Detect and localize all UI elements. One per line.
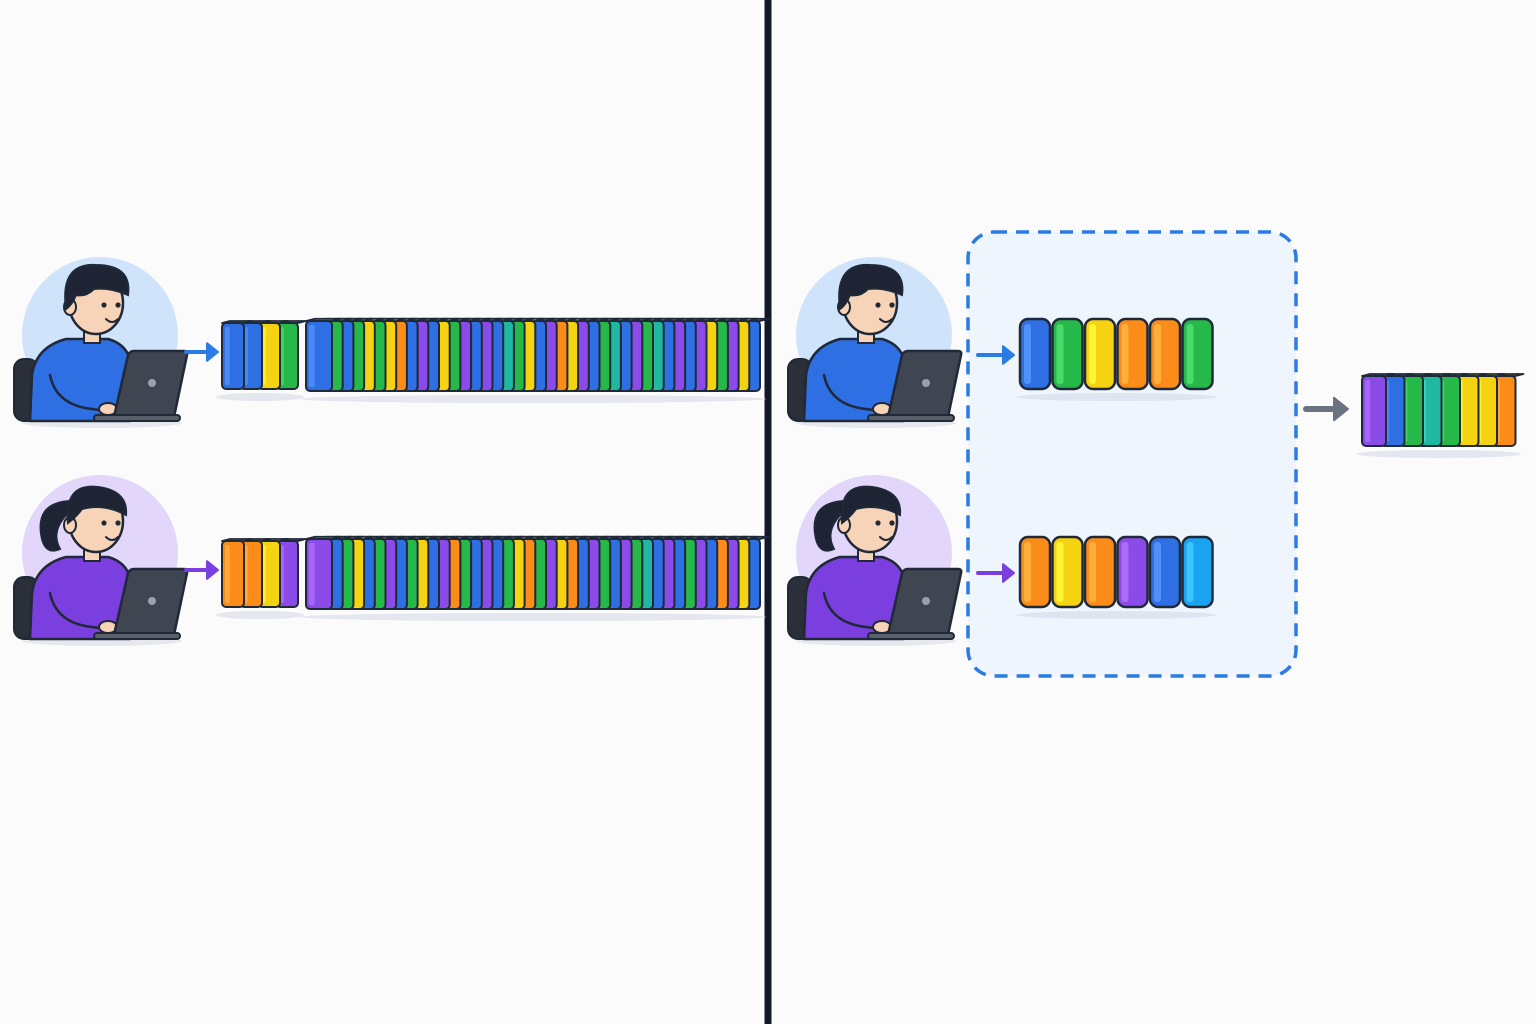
row-shadow: [1016, 393, 1217, 401]
small-card-stack-woman: [216, 538, 307, 619]
person-man-left: [13, 257, 189, 428]
eye: [875, 520, 881, 526]
right-panel: [787, 230, 1525, 678]
person-man-right: [787, 257, 963, 428]
card-highlight: [1121, 324, 1129, 384]
eye: [889, 302, 895, 308]
hair: [66, 485, 128, 525]
card-highlight: [225, 545, 230, 603]
stack-shadow: [216, 393, 304, 401]
card-row-woman: [1016, 535, 1217, 619]
arrow-purple-right: [976, 563, 1015, 583]
card-row-man: [1016, 317, 1217, 401]
laptop-logo: [922, 379, 930, 387]
stack-shadow: [1356, 450, 1522, 458]
card-highlight: [1089, 542, 1096, 602]
long-card-stack-woman: [300, 535, 770, 621]
smile: [879, 318, 893, 323]
eye: [875, 302, 881, 308]
long-card-stack-man: [300, 317, 770, 403]
person-woman-left: [13, 475, 189, 646]
arrow-blue-left: [184, 342, 219, 362]
card-highlight: [1024, 542, 1031, 602]
hair: [838, 263, 904, 311]
eye: [101, 302, 107, 308]
laptop-base: [93, 414, 181, 422]
card-highlight: [1056, 542, 1064, 602]
card-highlight: [1186, 542, 1194, 602]
card-highlight: [309, 543, 315, 605]
arrow-head: [1002, 345, 1015, 365]
person-woman-right: [787, 475, 963, 646]
laptop-base: [867, 414, 955, 422]
laptop-logo: [148, 379, 156, 387]
stack-shadow: [216, 611, 304, 619]
card-highlight: [1365, 380, 1371, 442]
arrow-head: [206, 342, 219, 362]
arrow-head: [1333, 396, 1349, 422]
hair: [64, 263, 130, 311]
eye: [115, 520, 121, 526]
ponytail: [813, 499, 846, 552]
laptop-logo: [148, 597, 156, 605]
card-highlight: [1154, 542, 1161, 602]
laptop-base: [93, 632, 181, 640]
stack-shadow: [300, 395, 766, 403]
arrow-head: [206, 560, 219, 580]
ponytail: [39, 499, 72, 552]
smile: [105, 536, 119, 541]
card-highlight: [1089, 324, 1096, 384]
laptop-logo: [922, 597, 930, 605]
small-card-stack-man: [216, 320, 307, 401]
arrow-gray-merge: [1303, 396, 1349, 422]
card-highlight: [1154, 324, 1161, 384]
arrow-head: [1002, 563, 1015, 583]
hair: [840, 485, 902, 525]
arm: [48, 373, 108, 413]
arm: [822, 591, 882, 631]
card-highlight: [1024, 324, 1031, 384]
arrow-purple-left: [184, 560, 219, 580]
arrow-blue-right: [976, 345, 1015, 365]
card-highlight: [225, 327, 230, 385]
left-panel: [13, 257, 770, 646]
card-highlight: [1056, 324, 1064, 384]
eye: [101, 520, 107, 526]
smile: [105, 318, 119, 323]
card-highlight: [1121, 542, 1129, 602]
laptop-base: [867, 632, 955, 640]
row-shadow: [1016, 611, 1217, 619]
stack-shadow: [300, 613, 766, 621]
card-highlight: [309, 325, 315, 387]
merged-card-stack: [1356, 373, 1525, 458]
smile: [879, 536, 893, 541]
card-highlight: [1186, 324, 1194, 384]
arm: [822, 373, 882, 413]
eye: [889, 520, 895, 526]
shared-group-box: [966, 230, 1298, 678]
arm: [48, 591, 108, 631]
eye: [115, 302, 121, 308]
